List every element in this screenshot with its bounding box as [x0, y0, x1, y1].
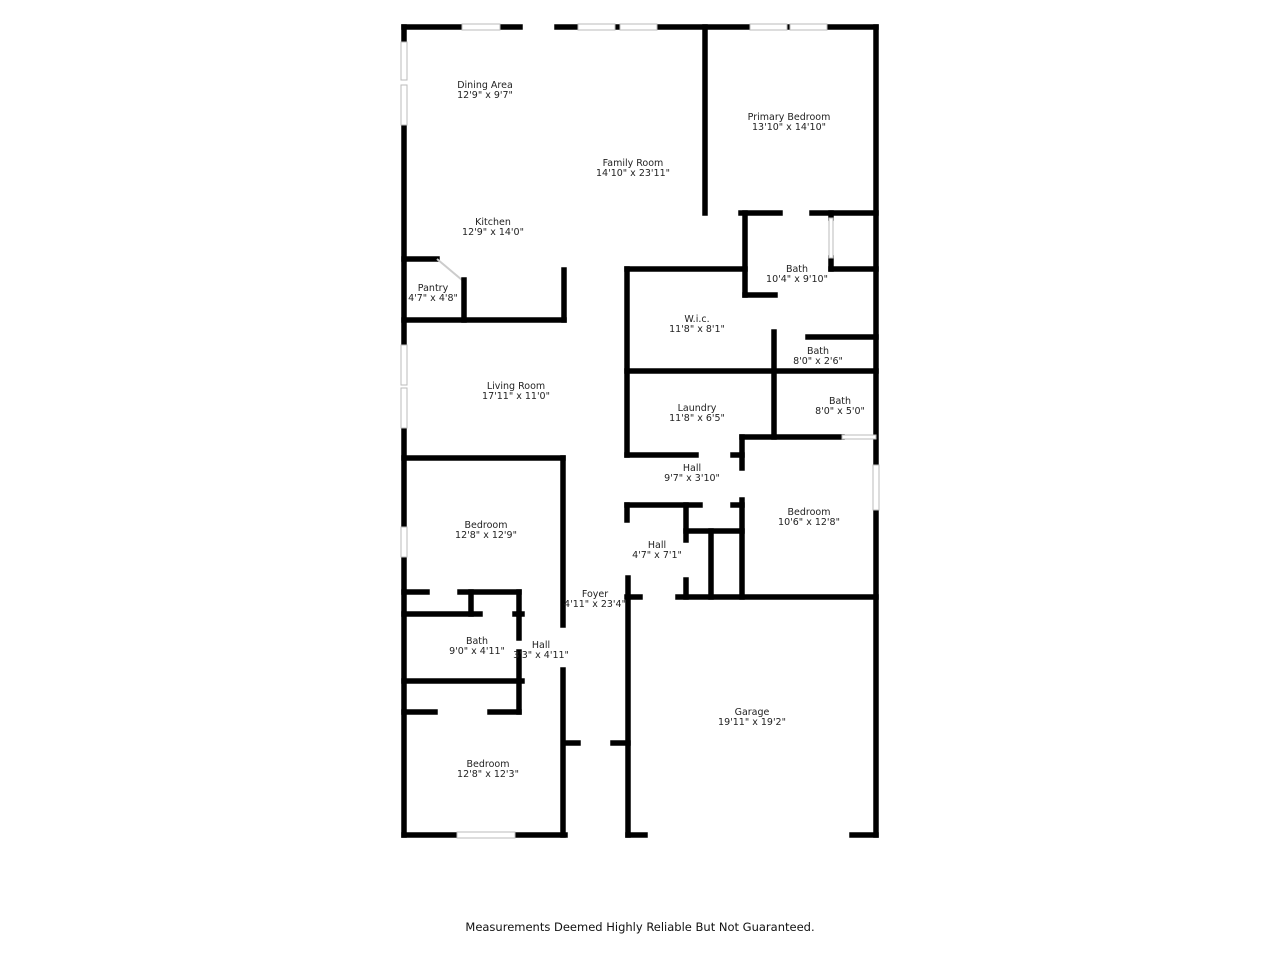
room-dims: 8'0" x 2'6" — [793, 356, 843, 367]
room-name: Bedroom — [464, 520, 508, 531]
room-dims: 3'3" x 4'11" — [513, 650, 569, 661]
walls — [401, 24, 879, 838]
room-dims: 12'8" x 12'3" — [457, 769, 519, 780]
room-dims: 12'9" x 14'0" — [462, 227, 524, 238]
room-name: Bedroom — [787, 507, 831, 518]
room-dims: 4'7" x 7'1" — [632, 550, 682, 561]
room-name: Kitchen — [475, 217, 511, 228]
room-name: Bath — [806, 346, 830, 357]
room-dims: 9'0" x 4'11" — [449, 646, 505, 657]
room-name: Bedroom — [466, 759, 510, 770]
room-dims: 14'10" x 23'11" — [596, 168, 670, 179]
room-name: Pantry — [417, 283, 449, 294]
room-dims: 11'8" x 8'1" — [669, 324, 725, 335]
room-name: Living Room — [486, 381, 546, 392]
room-name: Primary Bedroom — [747, 112, 831, 123]
room-label-wic: W.i.c.11'8" x 8'1" — [669, 315, 725, 335]
room-dims: 10'4" x 9'10" — [766, 274, 828, 285]
room-dims: 12'9" x 9'7" — [457, 90, 513, 101]
room-name: Bath — [465, 636, 489, 647]
room-dims: 13'10" x 14'10" — [752, 122, 826, 133]
room-name: Bath — [828, 396, 852, 407]
room-name: W.i.c. — [684, 314, 710, 325]
room-dims: 4'11" x 23'4" — [564, 599, 626, 610]
room-name: Hall — [682, 463, 702, 474]
room-name: Bath — [785, 264, 809, 275]
room-dims: 10'6" x 12'8" — [778, 517, 840, 528]
room-name: Foyer — [581, 589, 609, 600]
room-name: Hall — [647, 540, 667, 551]
room-dims: 17'11" x 11'0" — [482, 391, 550, 402]
room-dims: 11'8" x 6'5" — [669, 413, 725, 424]
room-name: Family Room — [602, 158, 664, 169]
windows — [400, 23, 880, 839]
disclaimer-footer: Measurements Deemed Highly Reliable But … — [465, 920, 815, 934]
room-name: Hall — [531, 640, 551, 651]
room-dims: 4'7" x 4'8" — [408, 293, 458, 304]
room-dims: 19'11" x 19'2" — [718, 717, 786, 728]
room-dims: 12'8" x 12'9" — [455, 530, 517, 541]
room-name: Laundry — [677, 403, 717, 414]
room-name: Garage — [734, 707, 770, 718]
room-dims: 9'7" x 3'10" — [664, 473, 720, 484]
room-dims: 8'0" x 5'0" — [815, 406, 865, 417]
room-name: Dining Area — [457, 80, 513, 91]
